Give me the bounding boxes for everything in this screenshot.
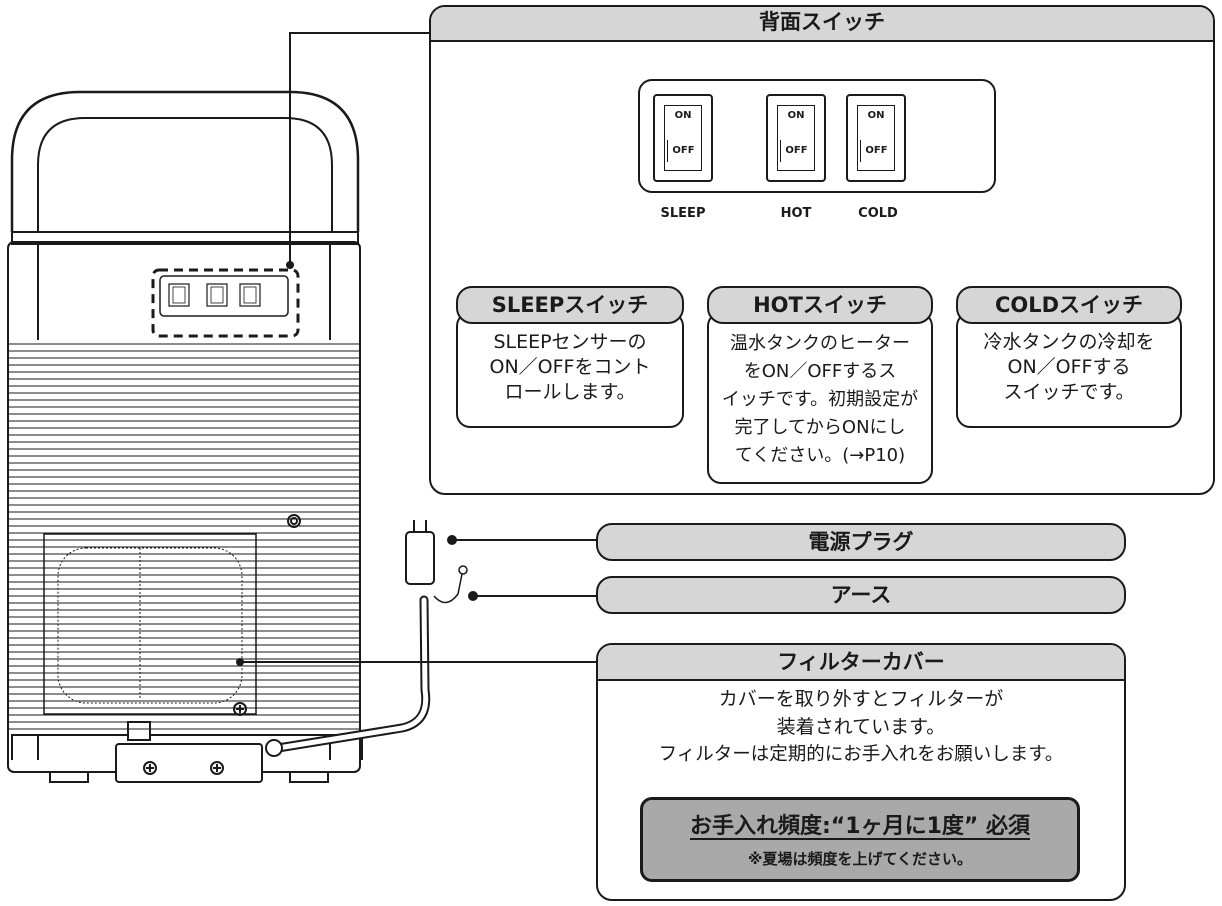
cold-switch[interactable]: ON OFF	[846, 94, 906, 182]
cold-switch-description: 冷水タンクの冷却を ON／OFFする スイッチです。	[956, 312, 1182, 428]
switch-name-hot: HOT	[780, 206, 812, 221]
filter-cover-text: カバーを取り外すとフィルターが 装着されています。 フィルターは定期的にお手入れ…	[658, 688, 1064, 765]
hot-switch-title: HOTスイッチ	[707, 286, 933, 324]
hot-switch[interactable]: ON OFF	[766, 94, 826, 182]
switch-on-label: ON	[674, 110, 692, 121]
switch-off-label: OFF	[860, 140, 892, 162]
switch-on-label: ON	[867, 110, 885, 121]
louvre-grille	[9, 343, 359, 730]
switch-off-label: OFF	[667, 140, 699, 162]
hot-switch-description: 温水タンクのヒーター をON／OFFするス イッチです。初期設定が 完了してから…	[707, 312, 933, 484]
maintenance-frequency-title: お手入れ頻度:“1ヶ月に1度” 必須	[690, 814, 1030, 839]
appliance-body	[7, 90, 468, 783]
switch-on-label: ON	[787, 110, 805, 121]
switch-name-sleep: SLEEP	[660, 206, 706, 221]
power-plug-label: 電源プラグ	[596, 523, 1126, 561]
filter-cover-title: フィルターカバー	[598, 645, 1124, 681]
switch-name-cold: COLD	[858, 206, 898, 221]
sleep-switch-description: SLEEPセンサーの ON／OFFをコント ロールします。	[456, 312, 684, 428]
maintenance-frequency-box: お手入れ頻度:“1ヶ月に1度” 必須 ※夏場は頻度を上げてください。	[640, 797, 1080, 882]
sleep-switch[interactable]: ON OFF	[653, 94, 713, 182]
sleep-switch-title: SLEEPスイッチ	[456, 286, 684, 324]
rear-switch-title: 背面スイッチ	[431, 7, 1213, 42]
earth-label: アース	[596, 576, 1126, 614]
switch-off-label: OFF	[780, 140, 812, 162]
maintenance-frequency-note: ※夏場は頻度を上げてください。	[747, 850, 973, 868]
cold-switch-title: COLDスイッチ	[956, 286, 1182, 324]
